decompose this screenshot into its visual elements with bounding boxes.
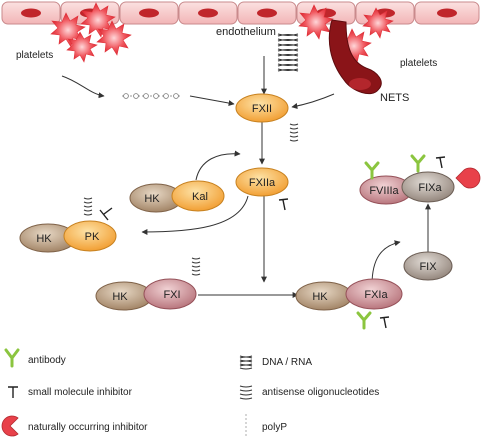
nets-shape bbox=[328, 19, 382, 95]
node-fviiia-fixa: FVIIIa FIXa bbox=[359, 171, 455, 205]
fxii-label: FXII bbox=[252, 103, 272, 115]
node-hk-fxi: HK FXI bbox=[95, 278, 197, 311]
fxiia-label: FXIIa bbox=[249, 177, 276, 189]
platelet-cluster-left bbox=[50, 2, 132, 63]
platelet-cluster-right bbox=[298, 4, 394, 64]
node-hk-pk: HK PK bbox=[19, 220, 117, 253]
legend-polyp-label: polyP bbox=[262, 422, 287, 433]
legend-small-molecule-icon bbox=[8, 386, 18, 398]
legend-antisense-label: antisense oligonucleotides bbox=[262, 387, 379, 398]
platelets-left-label: platelets bbox=[16, 50, 53, 61]
fxia-label: FXIa bbox=[364, 289, 388, 301]
node-fix: FIX bbox=[403, 251, 453, 281]
fix-label: FIX bbox=[419, 261, 437, 273]
hk-left-label: HK bbox=[36, 233, 52, 245]
fixa-label: FIXa bbox=[418, 182, 442, 194]
nets-label: NETS bbox=[380, 92, 409, 104]
antibody-fxia bbox=[356, 311, 372, 330]
legend-natural-inhibitor-label: naturally occurring inhibitor bbox=[28, 422, 148, 433]
legend-antibody-label: antibody bbox=[28, 355, 66, 366]
polyp-chain bbox=[122, 93, 182, 99]
antisense-fxii bbox=[289, 123, 299, 142]
hk-mid-label: HK bbox=[112, 291, 128, 303]
nets-nucleus bbox=[349, 78, 371, 90]
inhibitor-fxiia bbox=[278, 198, 289, 211]
legend-antibody-icon bbox=[4, 348, 20, 368]
antisense-pk bbox=[83, 197, 93, 216]
antisense-fxi bbox=[191, 257, 201, 276]
fxi-label: FXI bbox=[163, 289, 180, 301]
legend-antisense-icon bbox=[239, 385, 253, 400]
natural-inhibitor-fixa bbox=[455, 167, 481, 189]
fviiia-label: FVIIIa bbox=[369, 185, 399, 197]
platelets-right-label: platelets bbox=[400, 58, 437, 69]
inhibitor-fixa bbox=[435, 156, 446, 169]
pk-label: PK bbox=[85, 231, 100, 243]
legend: antibody small molecule inhibitor natura… bbox=[1, 348, 379, 438]
endothelium-label: endothelium bbox=[216, 26, 276, 38]
kal-label: Kal bbox=[192, 191, 208, 203]
node-hk-fxia: HK FXIa bbox=[295, 278, 403, 311]
dna-helix-top bbox=[277, 33, 299, 72]
inhibitor-fxia bbox=[379, 316, 390, 329]
pathway-arrows bbox=[61, 56, 431, 298]
legend-dna-rna-label: DNA / RNA bbox=[262, 357, 312, 368]
legend-natural-inhibitor-icon bbox=[1, 415, 19, 437]
hk-right-label: HK bbox=[312, 291, 328, 303]
node-fxii: FXII bbox=[235, 93, 289, 123]
inhibitor-pk bbox=[99, 207, 113, 221]
legend-dna-rna-icon bbox=[239, 355, 253, 370]
node-hk-kal: HK Kal bbox=[129, 180, 225, 213]
node-fxiia: FXIIa bbox=[235, 167, 289, 197]
hk-top-label: HK bbox=[144, 193, 160, 205]
antibody-fviiia bbox=[364, 161, 380, 180]
legend-small-molecule-label: small molecule inhibitor bbox=[28, 387, 133, 398]
antibody-fixa bbox=[410, 154, 426, 173]
